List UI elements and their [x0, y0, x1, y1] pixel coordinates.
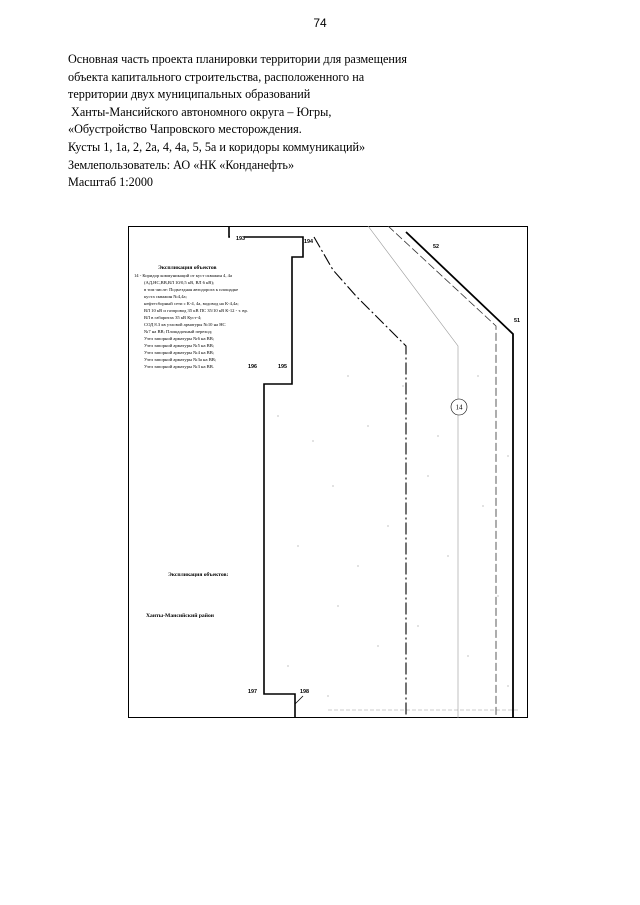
legend: Экспликация объектов 14 - Коридор коммун…: [134, 264, 248, 369]
lower-legend-title: Экспликация объектов:: [168, 571, 229, 578]
boundary-line: [294, 695, 304, 705]
district-label: Ханты-Мансийский район: [146, 612, 215, 619]
header-line: Кусты 1, 1а, 2, 2а, 4, 4а, 5, 5а и корид…: [68, 139, 366, 154]
header-line: объекта капитального строительства, расп…: [68, 69, 365, 84]
point-label: 197: [248, 689, 257, 695]
object-number: 14: [456, 404, 464, 412]
legend-line: Узел запорной арматуры №6 на ВВ;: [144, 336, 214, 341]
dashed-corridor-line: [387, 225, 497, 718]
point-label: 193: [236, 236, 245, 242]
point-label-group: 193 194 52 51 196 195 197 198: [230, 233, 520, 695]
boundary-line: [228, 226, 304, 718]
map-border: [128, 226, 528, 718]
point-label: 195: [278, 364, 287, 370]
page-number: 74: [313, 16, 327, 30]
header-line: Основная часть проекта планировки террит…: [68, 52, 408, 66]
point-label: 196: [248, 364, 257, 370]
scale-label: Масштаб 1:2000: [68, 175, 154, 190]
dashdot-boundary: [313, 236, 407, 718]
legend-line: ВЛ 10 кВ и газпровод 35 кВ ПС 35/10 кВ К…: [144, 308, 248, 313]
legend-line: куста скважин №4,4а;: [144, 294, 187, 300]
thin-axis-line: [367, 225, 459, 718]
point-label: 194: [304, 239, 313, 245]
legend-line: в том числе: Подъездная автодорога к пло…: [144, 287, 238, 292]
legend-line: ВЛ в габаритах 35 кВ Куст-4;: [144, 315, 201, 320]
point-label: 198: [300, 689, 309, 695]
legend-line: Узел запорной арматуры №3а на ВВ;: [144, 357, 216, 362]
map-speckle: [277, 375, 509, 697]
header-line: территории двух муниципальных образовани…: [68, 87, 311, 102]
legend-line: 14 - Коридор коммуникаций от куст скважи…: [134, 273, 232, 279]
legend-title: Экспликация объектов: [158, 264, 217, 271]
planning-map: 14 193 194 52 51 196 195 197 198 Эксплик…: [128, 225, 528, 718]
legend-line: №7 на ВВ; Площадочный переход;: [144, 329, 212, 334]
legend-line: Узел запорной арматуры №5 на ВВ;: [144, 343, 214, 348]
document-header: Основная часть проекта планировки террит…: [68, 51, 488, 192]
point-label: 52: [433, 244, 439, 250]
map-drawing: 14 193 194 52 51 196 195 197 198 Эксплик…: [128, 225, 528, 718]
legend-line: (АД,НС,ВВ,ВЛ 10/0,5 кВ, ВЛ 6 кВ);: [144, 280, 214, 286]
header-line: «Обустройство Чапровского месторождения.: [68, 122, 302, 137]
bold-right-boundary: [405, 231, 514, 718]
legend-line: Узел запорной арматуры №4 на ВВ;: [144, 350, 214, 355]
header-line: Ханты-Мансийского автономного округа – Ю…: [68, 104, 332, 119]
point-label: 51: [514, 318, 520, 324]
legend-line: нефтесборный сети с К-4, 4а, водовод на …: [144, 301, 239, 307]
object-number-circle: [450, 398, 468, 416]
legend-line: СОД 8.3 кв узловой арматуры №10 на НС: [144, 322, 226, 327]
legend-line: Узел запорной арматуры №3 на ВВ.: [144, 364, 214, 369]
header-line: Землепользователь: АО «НК «Конданефть»: [68, 157, 295, 172]
